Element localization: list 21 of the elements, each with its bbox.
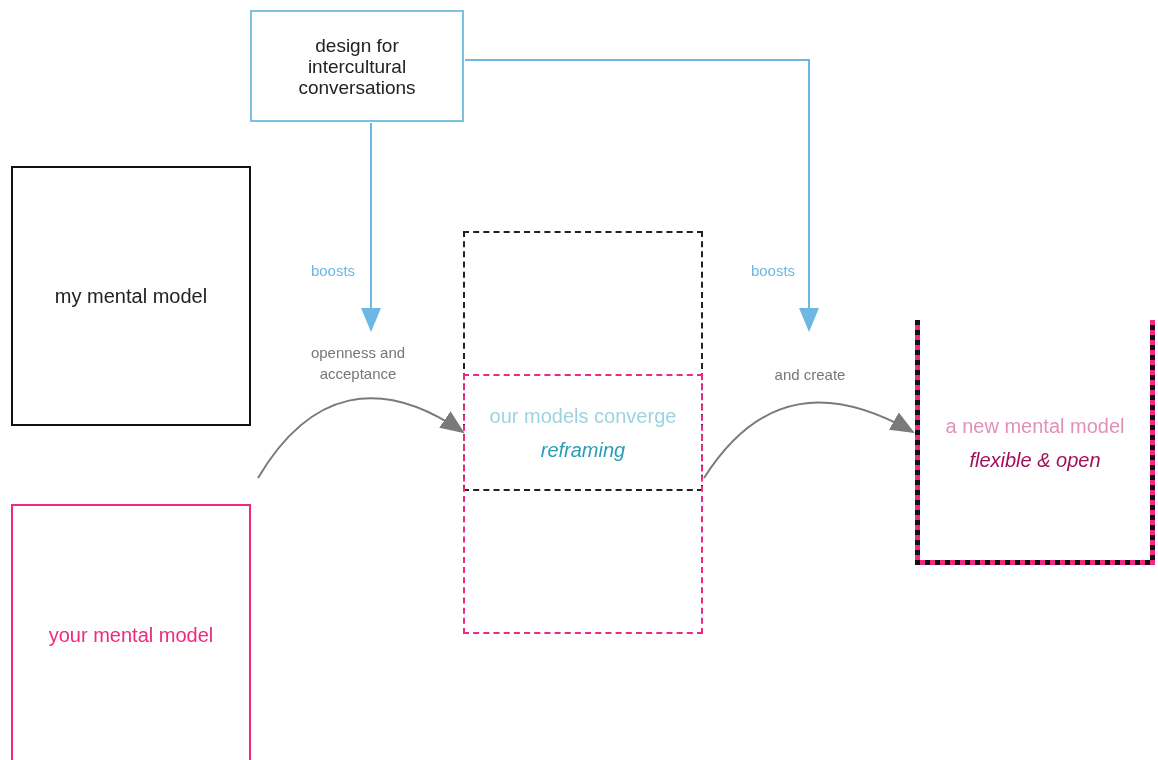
open-container xyxy=(915,320,1155,565)
node-text: my mental model xyxy=(53,284,209,309)
edge-label: and create xyxy=(773,365,847,385)
node-text: design for intercultural conversations xyxy=(297,34,417,98)
node-text: a new mental model xyxy=(944,413,1126,439)
arrow xyxy=(464,59,819,332)
arrow xyxy=(257,397,465,479)
edge-label: boosts xyxy=(309,261,357,281)
arrow xyxy=(361,122,381,332)
edge-label: openness and acceptance xyxy=(309,343,407,384)
process-box xyxy=(250,10,464,122)
process-box xyxy=(11,504,251,760)
node-text: flexible & open xyxy=(968,447,1102,473)
edge-label: boosts xyxy=(749,261,797,281)
process-box xyxy=(11,166,251,426)
node-text: your mental model xyxy=(47,623,215,648)
node-text: our models converge xyxy=(488,403,678,429)
node-text: reframing xyxy=(539,437,627,463)
arrow xyxy=(703,401,915,479)
dashed-box xyxy=(463,231,703,491)
dashed-box xyxy=(463,374,703,634)
